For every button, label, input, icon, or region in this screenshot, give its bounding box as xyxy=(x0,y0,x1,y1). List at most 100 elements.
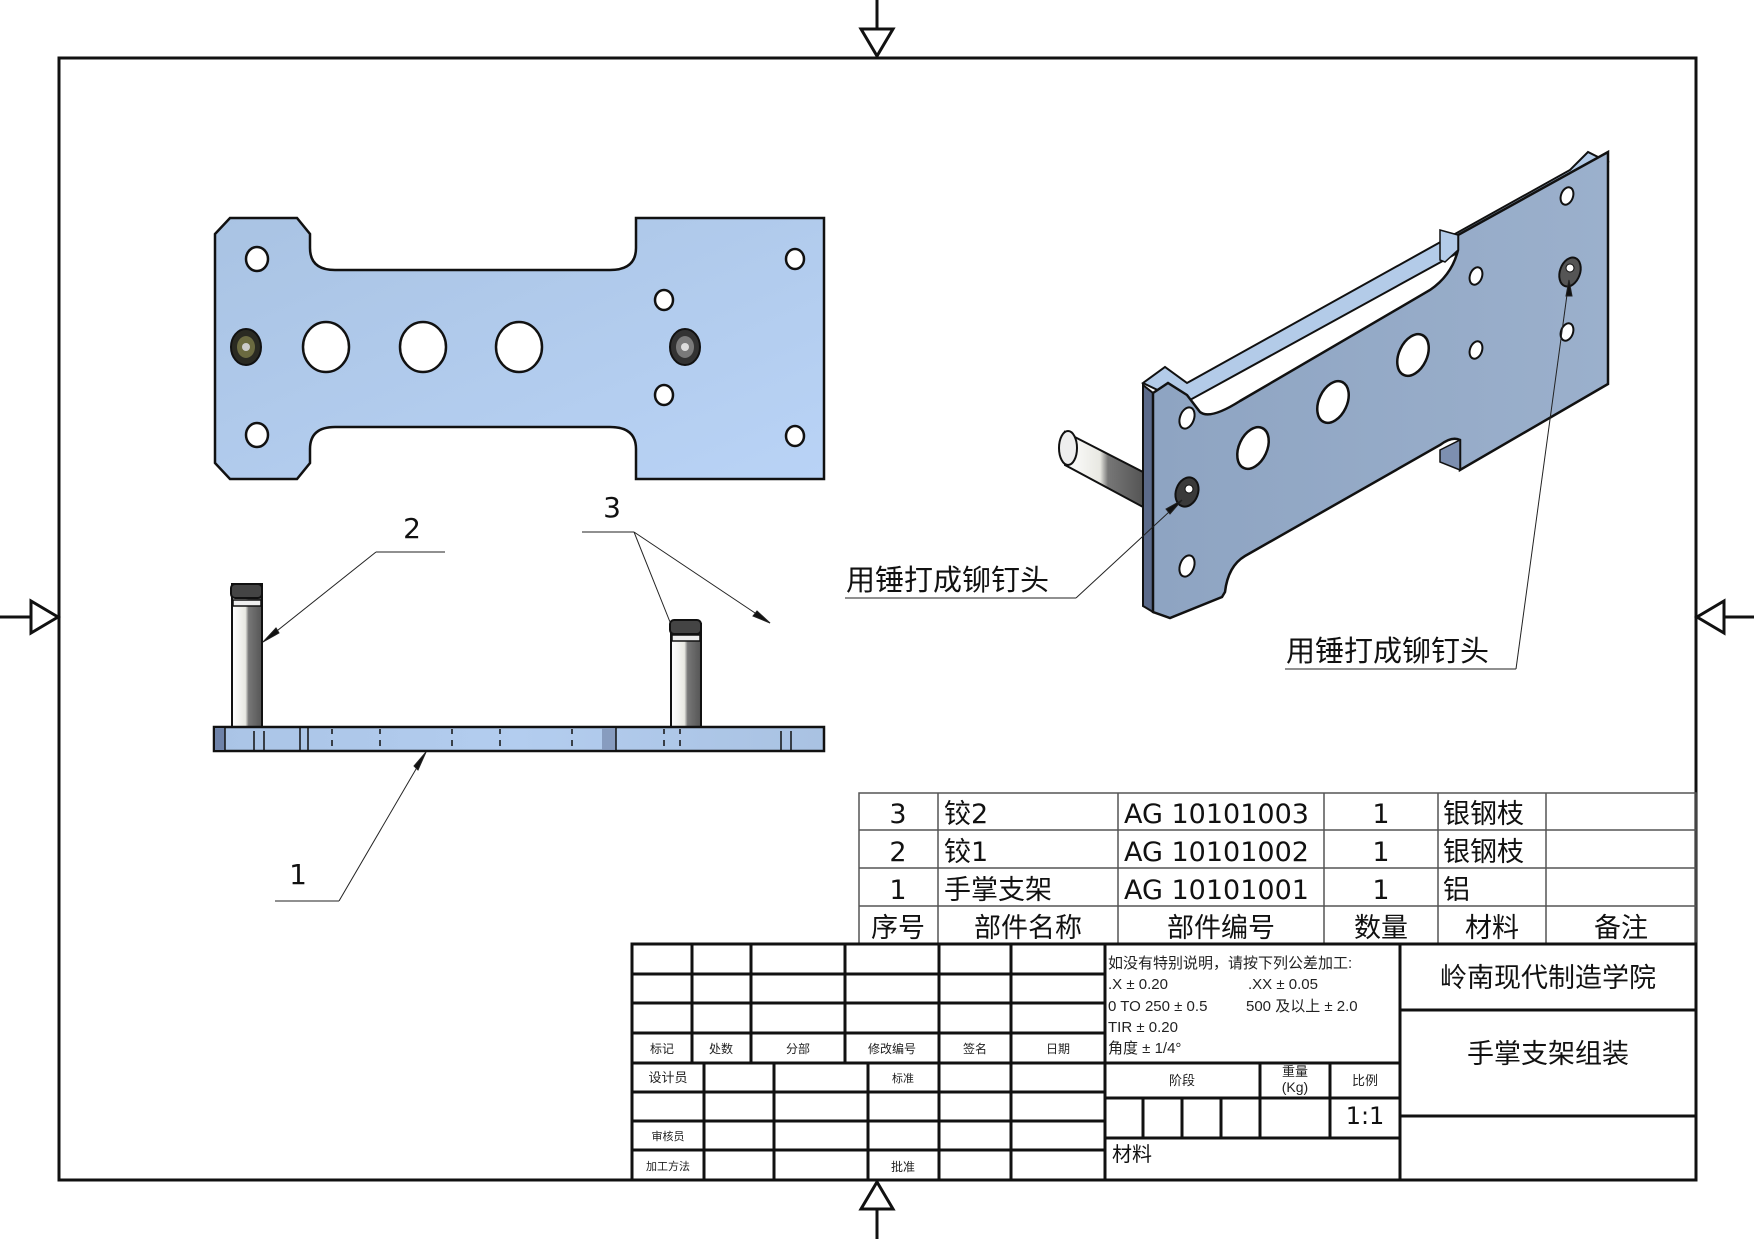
hole xyxy=(653,383,675,407)
bom-name: 铰1 xyxy=(944,837,988,868)
hole xyxy=(244,421,270,449)
front-view: 1 2 3 xyxy=(212,491,826,902)
weight-unit: (Kg) xyxy=(1282,1079,1308,1095)
bom-name: 手掌支架 xyxy=(944,875,1052,906)
centering-mark-top xyxy=(858,0,896,59)
weight-label: 重量 xyxy=(1282,1064,1308,1079)
bom-qty: 1 xyxy=(1372,837,1389,868)
balloon-3: 3 xyxy=(603,491,621,524)
role-designer: 设计员 xyxy=(648,1070,687,1085)
rev-header: 分部 xyxy=(786,1041,810,1056)
large-hole xyxy=(1396,332,1430,378)
rev-header: 日期 xyxy=(1046,1042,1070,1056)
hidden-lines xyxy=(224,727,792,751)
bom-no: 2 xyxy=(889,837,906,868)
hole xyxy=(653,288,675,312)
title-block: 标记 处数 分部 修改编号 签名 日期 设计员 审核员 加工方法 标准 批准 如… xyxy=(630,942,1698,1182)
bom-no: 1 xyxy=(889,875,906,906)
tolerance-line: 角度 ± 1/4° xyxy=(1108,1040,1181,1057)
bom-row: 2 铰1 AG 10101002 1 银钢枝 xyxy=(889,837,1524,868)
hole xyxy=(784,424,806,448)
role-standard: 标准 xyxy=(892,1071,914,1085)
top-view xyxy=(213,216,826,481)
revision-headers: 标记 处数 分部 修改编号 签名 日期 xyxy=(650,1041,1070,1056)
bom-header-cell: 数量 xyxy=(1354,913,1408,944)
leader-1 xyxy=(275,751,427,902)
large-hole xyxy=(494,320,544,374)
bom-table: 3 铰2 AG 10101003 1 银钢枝 2 铰1 AG 10101002 … xyxy=(858,792,1697,945)
tolerance-line: .X ± 0.20 xyxy=(1108,976,1168,993)
scale-value: 1:1 xyxy=(1346,1102,1385,1130)
bom-header-cell: 序号 xyxy=(871,913,925,944)
pin-part-3 xyxy=(669,619,702,728)
bom-no: 3 xyxy=(889,799,906,830)
large-hole xyxy=(1316,379,1350,425)
bom-part-no: AG 10101002 xyxy=(1124,837,1309,868)
bom-header-cell: 备注 xyxy=(1594,913,1648,944)
centering-mark-left xyxy=(0,598,61,636)
leader-3 xyxy=(582,531,771,624)
bom-part-no: AG 10101003 xyxy=(1124,799,1309,830)
plate-side-view xyxy=(212,725,826,753)
rivet-head-icon xyxy=(669,328,701,366)
bom-material: 银钢枝 xyxy=(1443,837,1524,868)
rivet-head-icon xyxy=(230,328,262,366)
centering-mark-bottom xyxy=(858,1179,896,1239)
tolerance-notes: 如没有特别说明，请按下列公差加工: .X ± 0.20 .XX ± 0.05 0… xyxy=(1108,955,1358,1057)
revision-grid xyxy=(632,944,1107,1180)
large-hole xyxy=(301,320,351,374)
hole xyxy=(244,245,270,273)
rivet-note-leader-left xyxy=(845,499,1183,599)
rev-header: 处数 xyxy=(709,1041,733,1056)
balloon-1: 1 xyxy=(289,858,307,891)
balloon-2: 2 xyxy=(403,512,421,545)
hole xyxy=(1559,186,1575,206)
bom-row: 3 铰2 AG 10101003 1 银钢枝 xyxy=(889,799,1524,830)
pin-part-2 xyxy=(230,583,263,728)
hole xyxy=(1178,406,1196,430)
tolerance-line: 如没有特别说明，请按下列公差加工: xyxy=(1108,955,1352,972)
leader-2 xyxy=(262,551,445,643)
material-label: 材料 xyxy=(1112,1142,1152,1166)
bom-material: 银钢枝 xyxy=(1443,799,1524,830)
isometric-view: 用锤打成铆钉头 用锤打成铆钉头 xyxy=(845,149,1610,670)
rev-header: 修改编号 xyxy=(868,1041,916,1056)
bom-qty: 1 xyxy=(1372,875,1389,906)
rev-header: 签名 xyxy=(963,1041,987,1056)
stage-label: 阶段 xyxy=(1169,1073,1195,1088)
rivet-note-right: 用锤打成铆钉头 xyxy=(1286,634,1489,668)
bom-name: 铰2 xyxy=(944,799,988,830)
bom-qty: 1 xyxy=(1372,799,1389,830)
rev-header: 标记 xyxy=(650,1042,674,1056)
rivet-note-leader-right xyxy=(1285,279,1573,670)
bom-header-cell: 材料 xyxy=(1465,913,1519,944)
hole xyxy=(1468,266,1484,286)
rivet-note-left: 用锤打成铆钉头 xyxy=(846,563,1049,597)
organization-name: 岭南现代制造学院 xyxy=(1440,963,1656,994)
bom-part-no: AG 10101001 xyxy=(1124,875,1309,906)
bom-header: 序号 部件名称 部件编号 数量 材料 备注 xyxy=(871,913,1648,944)
hole xyxy=(784,247,806,271)
bom-header-cell: 部件名称 xyxy=(974,913,1082,944)
bom-header-cell: 部件编号 xyxy=(1167,913,1275,944)
large-hole xyxy=(398,320,448,374)
large-hole xyxy=(1236,425,1270,471)
tolerance-line: 500 及以上 ± 2.0 xyxy=(1246,998,1358,1015)
centering-mark-right xyxy=(1694,598,1754,636)
tolerance-line: .XX ± 0.05 xyxy=(1248,976,1318,993)
hole xyxy=(1178,554,1196,578)
plate-face-iso xyxy=(1151,149,1610,620)
hole xyxy=(1559,322,1575,342)
rivet-head-icon xyxy=(1174,476,1200,508)
drawing-title: 手掌支架组装 xyxy=(1467,1039,1629,1070)
role-reviewer: 审核员 xyxy=(652,1129,685,1143)
role-process: 加工方法 xyxy=(646,1159,690,1173)
bom-row: 1 手掌支架 AG 10101001 1 铝 xyxy=(889,875,1470,906)
tolerance-line: TIR ± 0.20 xyxy=(1108,1019,1178,1036)
tolerance-line: 0 TO 250 ± 0.5 xyxy=(1108,998,1207,1015)
rivet-head-icon xyxy=(1558,256,1582,288)
bom-material: 铝 xyxy=(1443,875,1470,906)
iso-pin xyxy=(1058,430,1144,509)
role-approve: 批准 xyxy=(891,1159,915,1174)
